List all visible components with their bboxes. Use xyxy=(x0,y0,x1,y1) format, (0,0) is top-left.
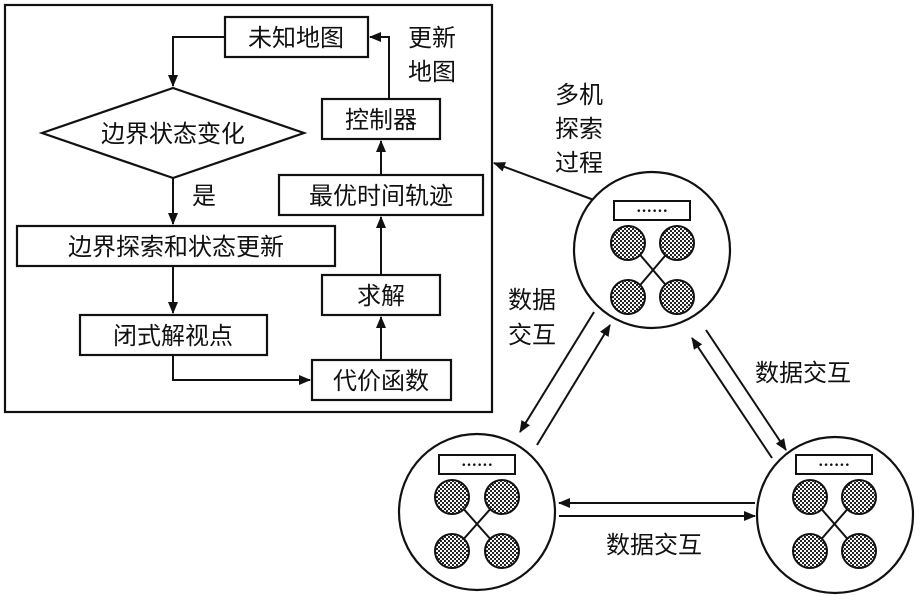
exchange-arrow-top-to-right xyxy=(705,329,787,451)
node-cost-function: 代价函数 xyxy=(310,358,453,402)
explore-label-1: 多机 xyxy=(555,81,603,109)
edge-viewpoint-to-cost xyxy=(172,355,311,385)
data-exchange-bottom: 数据交互 xyxy=(606,531,702,559)
frontier-change-label: 边界状态变化 xyxy=(101,120,245,148)
controller-label: 控制器 xyxy=(345,106,417,134)
edge-map-to-frontier xyxy=(168,36,225,87)
panel-top xyxy=(613,200,691,221)
panel-left xyxy=(438,454,516,475)
node-controller: 控制器 xyxy=(320,97,442,141)
node-solve: 求解 xyxy=(320,273,442,317)
panel-right-dots: •••••• xyxy=(818,461,850,471)
data-exchange-right: 数据交互 xyxy=(755,359,851,387)
explore-label-3: 过程 xyxy=(555,149,603,177)
node-frontier-change: 边界状态变化 xyxy=(38,86,308,180)
yes-label: 是 xyxy=(192,182,216,210)
panel-top-dots: •••••• xyxy=(636,207,668,217)
robot-team-top: •••••• xyxy=(572,170,732,330)
update-map-label-2: 地图 xyxy=(408,58,456,86)
robot-team-bottom-right: •••••• xyxy=(755,435,915,595)
unknown-map-label: 未知地图 xyxy=(248,24,344,52)
solve-label: 求解 xyxy=(357,282,405,310)
node-closed-viewpoint: 闭式解视点 xyxy=(78,313,269,357)
data-exchange-left-1: 数据 xyxy=(508,286,556,314)
node-frontier-update: 边界探索和状态更新 xyxy=(15,224,337,268)
closed-viewpoint-label: 闭式解视点 xyxy=(113,322,233,350)
data-exchange-left-2: 交互 xyxy=(508,321,556,349)
robot-team-bottom-left: •••••• xyxy=(397,432,557,592)
panel-right xyxy=(795,454,873,475)
exchange-arrow-top-to-left xyxy=(519,311,595,433)
explore-arrow xyxy=(493,162,603,204)
update-map-label-1: 更新 xyxy=(408,24,456,52)
flowchart-frame xyxy=(3,3,494,414)
explore-label-2: 探索 xyxy=(555,115,603,143)
optimal-trajectory-label: 最优时间轨迹 xyxy=(309,182,453,210)
frontier-update-label: 边界探索和状态更新 xyxy=(68,233,284,261)
panel-left-dots: •••••• xyxy=(461,461,493,471)
node-optimal-trajectory: 最优时间轨迹 xyxy=(277,173,485,217)
exchange-arrow-right-to-top xyxy=(691,337,773,459)
exchange-arrow-left-to-top xyxy=(536,324,611,446)
cost-function-label: 代价函数 xyxy=(333,367,429,395)
edge-controller-to-map xyxy=(369,32,390,99)
node-unknown-map: 未知地图 xyxy=(223,15,370,59)
